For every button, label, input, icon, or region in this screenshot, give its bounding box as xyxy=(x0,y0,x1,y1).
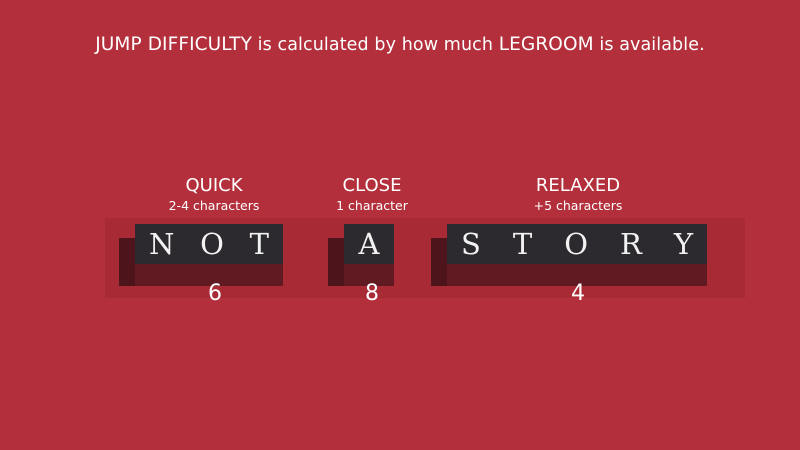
headline-text-end: is available. xyxy=(593,35,705,55)
label-relaxed: RELAXED +5 characters xyxy=(508,176,648,214)
word-a-shadow-edge xyxy=(328,238,344,286)
count-quick: 6 xyxy=(208,281,222,306)
letter-o: O xyxy=(200,227,224,261)
letter-a: A xyxy=(358,227,380,261)
word-a-tiles: A xyxy=(344,224,394,264)
letter-r: R xyxy=(620,227,642,261)
headline: JUMP DIFFICULTY is calculated by how muc… xyxy=(0,34,800,55)
word-story-shadow-edge xyxy=(431,238,447,286)
label-close: CLOSE 1 character xyxy=(322,176,422,214)
count-close: 8 xyxy=(365,281,379,306)
letter-t: T xyxy=(249,227,269,261)
label-quick: QUICK 2-4 characters xyxy=(150,176,278,214)
letter-o: O xyxy=(564,227,588,261)
word-not-tiles: N O T xyxy=(135,224,283,264)
headline-keyword-jump-difficulty: JUMP DIFFICULTY xyxy=(95,34,252,55)
label-relaxed-subtitle: +5 characters xyxy=(533,198,623,213)
label-relaxed-title: RELAXED xyxy=(535,175,621,196)
label-quick-title: QUICK xyxy=(185,175,243,196)
letter-y: Y xyxy=(673,227,693,261)
label-close-title: CLOSE xyxy=(342,175,402,196)
label-close-subtitle: 1 character xyxy=(336,198,408,213)
word-not-shadow-edge xyxy=(119,238,135,286)
headline-keyword-legroom: LEGROOM xyxy=(498,34,594,55)
letter-n: N xyxy=(149,227,175,261)
word-story-tiles: S T O R Y xyxy=(447,224,707,264)
count-relaxed: 4 xyxy=(571,281,585,306)
headline-text-middle: is calculated by how much xyxy=(251,35,499,55)
letter-t: T xyxy=(512,227,533,261)
label-quick-subtitle: 2-4 characters xyxy=(168,198,260,213)
letter-s: S xyxy=(461,227,481,261)
